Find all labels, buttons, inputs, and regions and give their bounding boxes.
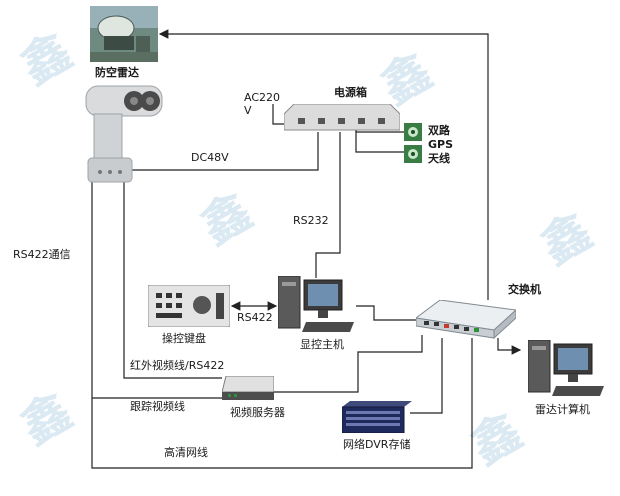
wire-switch-radar [158,29,489,300]
ir-video-label: 红外视频线/RS422 [130,359,225,372]
rs422-label: RS422 [237,311,273,324]
ac-input-label: AC220 V [244,91,281,117]
radar-computer-label: 雷达计算机 [535,403,590,416]
switch-image [416,300,516,340]
radar-computer-image [528,340,604,396]
keyboard-label: 操控键盘 [162,332,206,345]
keyboard-image [148,285,230,327]
dc48v-label: DC48V [191,151,229,164]
radar-image [90,6,158,62]
rs422-comm-label: RS422通信 [13,248,71,261]
gps-antenna-icon [404,145,422,163]
hd-net-label: 高清网线 [164,446,208,459]
gps-antenna-icon [404,123,422,141]
wire-dvr-switch [410,338,443,414]
wire-host-switch [356,305,418,321]
dvr-image [342,401,412,433]
wire-switch-radarpc [497,338,522,355]
gps-antenna-label: 双路 GPS 天线 [428,124,454,165]
wire-hd-net [91,338,473,469]
video-server-image [222,376,274,400]
wire-dc48v [130,132,319,171]
rs232-label: RS232 [293,214,329,227]
wire-videoserver-switch [272,335,423,393]
power-box-label: 电源箱 [334,86,367,99]
switch-label: 交换机 [508,283,541,296]
display-host-label: 显控主机 [300,338,344,351]
wire-power-gps2 [355,128,406,153]
wire-ir-video [123,180,222,379]
dvr-label: 网络DVR存储 [343,438,411,451]
ptz-camera-image [85,85,163,183]
power-box-image [284,104,400,131]
display-host-image [278,276,354,332]
radar-label: 防空雷达 [95,66,139,79]
wire-rs232 [315,132,341,278]
track-video-label: 跟踪视频线 [130,400,185,413]
video-server-label: 视频服务器 [230,406,285,419]
